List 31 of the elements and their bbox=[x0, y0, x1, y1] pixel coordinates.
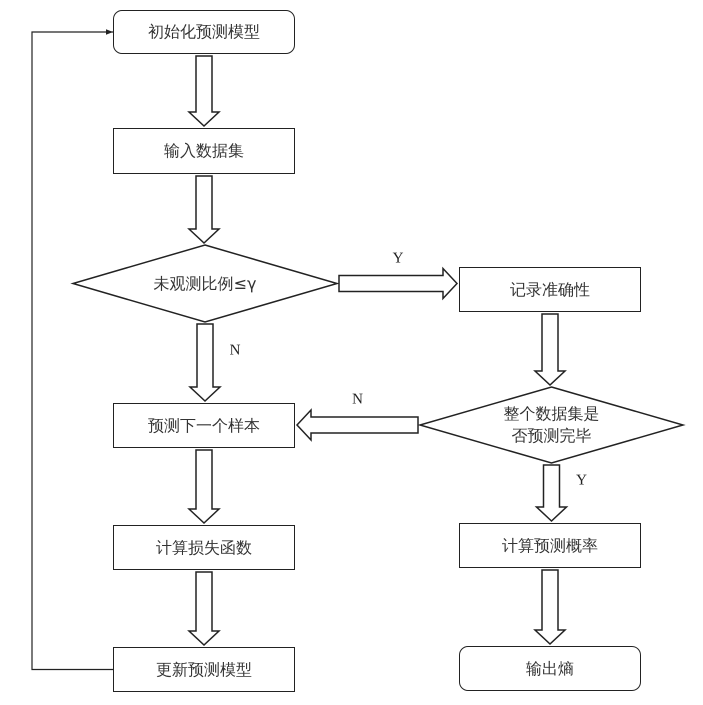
node-label: 初始化预测模型 bbox=[148, 21, 260, 43]
terminal-box bbox=[459, 646, 641, 691]
terminal-box bbox=[113, 10, 295, 54]
process-box bbox=[113, 525, 295, 570]
node-label: 计算预测概率 bbox=[502, 534, 598, 556]
connector-arrow bbox=[31, 29, 113, 670]
block-arrow bbox=[338, 266, 458, 300]
process-box bbox=[459, 523, 641, 568]
node-label: 未观测比例≤γ bbox=[154, 272, 256, 294]
block-arrow bbox=[187, 55, 221, 128]
process-box bbox=[113, 128, 295, 174]
node-label: 输入数据集 bbox=[164, 140, 244, 162]
block-arrow bbox=[187, 571, 221, 646]
block-arrow bbox=[188, 323, 222, 402]
process-box bbox=[459, 267, 641, 312]
block-arrow bbox=[187, 449, 221, 524]
decision-diamond bbox=[73, 245, 337, 322]
process-box bbox=[113, 647, 295, 692]
node-label: 整个数据集是否预测完毕 bbox=[502, 403, 600, 447]
node-label: 更新预测模型 bbox=[156, 658, 252, 680]
process-box bbox=[113, 403, 295, 448]
block-arrow bbox=[533, 569, 567, 646]
node-label: 记录准确性 bbox=[510, 278, 590, 300]
node-label: 计算损失函数 bbox=[156, 536, 252, 558]
block-arrow bbox=[533, 313, 567, 386]
node-label: 预测下一个样本 bbox=[148, 414, 260, 436]
node-label: 输出熵 bbox=[526, 658, 574, 680]
decision-diamond bbox=[420, 387, 683, 463]
block-arrow bbox=[187, 175, 221, 244]
block-arrow bbox=[296, 408, 419, 442]
block-arrow bbox=[534, 464, 568, 522]
